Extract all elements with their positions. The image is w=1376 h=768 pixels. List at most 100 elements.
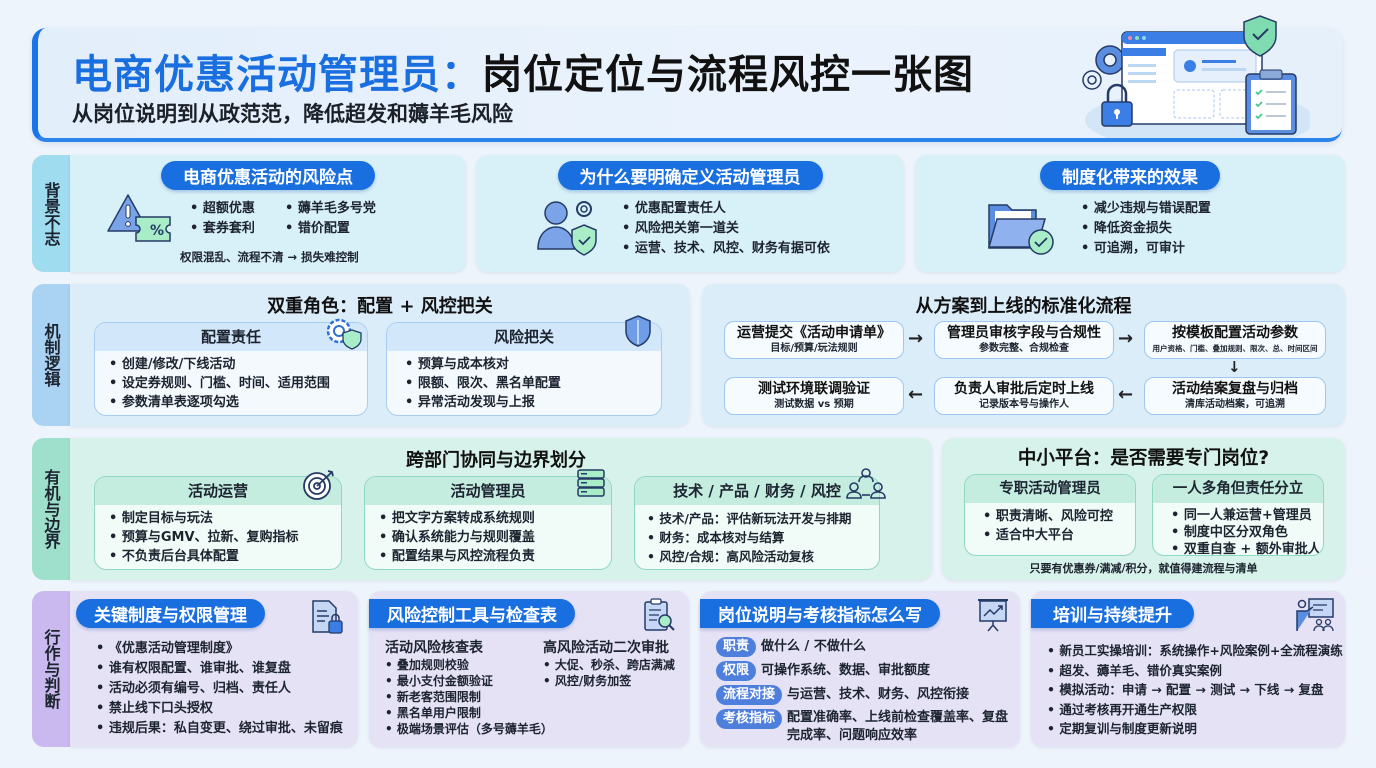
risk-list-col2: 薅羊毛多号党 错价配置: [285, 199, 376, 239]
list-item: 适合中大平台: [983, 526, 1135, 545]
collab-title: 跨部门协同与边界划分: [406, 450, 586, 471]
server-stack-icon: [577, 469, 605, 497]
tag-badge: 权限: [716, 661, 757, 681]
dual-role-title: 双重角色：配置 + 风控把关: [267, 296, 493, 317]
list-item: 双重自查 + 额外审批人: [1171, 541, 1323, 555]
ops-box: 活动运营 制定目标与玩法 预算与GMV、拉新、复购指标 不负责后台具体配置: [94, 476, 342, 570]
collab-card: 跨部门协同与边界划分 活动运营 制定目标与玩法 预算与GMV、拉新、复购指标 不…: [70, 438, 932, 580]
jd-item-duty: 职责做什么 / 不做什么: [716, 637, 1012, 657]
page-subtitle: 从岗位说明到从政范范，降低超发和薅羊毛风险: [72, 102, 513, 126]
list-item: 风险把关第一道关: [622, 219, 830, 239]
list-item: 《优惠活动管理制度》: [96, 639, 343, 659]
risk-gate-box: 风险把关 预算与成本核对 限额、限次、黑名单配置 异常活动发现与上报: [386, 322, 662, 416]
approval-list: 大促、秒杀、跨店满减 风控/财务加签: [543, 657, 675, 689]
admin-list: 把文字方案转成系统规则 确认系统能力与规则覆盖 配置结果与风控流程负责: [365, 505, 611, 566]
title-main: 岗位定位与流程风控一张图: [482, 52, 974, 98]
small-platform-footer: 只要有优惠券/满减/积分，就值得建流程与清单: [1029, 562, 1258, 575]
others-list: 技术/产品：评估新玩法开发与排期 财务：成本核对与结算 风控/合规：高风险活动复…: [635, 505, 879, 566]
small-platform-title: 中小平台：是否需要专门岗位?: [1017, 448, 1270, 469]
list-item: 超发、薅羊毛、错价真实案例: [1047, 661, 1343, 681]
jd-title: 岗位说明与考核指标怎么写: [700, 599, 940, 628]
risk-points-card: 电商优惠活动的风险点 % 超额优惠 套券套利 薅羊毛多号党 错价配置 权限混乱、…: [70, 155, 466, 272]
flow-step-sub: 目标/预算/玩法规则: [770, 343, 858, 354]
list-item: 参数清单表逐项勾选: [109, 393, 367, 412]
list-item: 模拟活动：申请 → 配置 → 测试 → 下线 → 复盘: [1047, 680, 1343, 700]
jd-card: 岗位说明与考核指标怎么写 职责做什么 / 不做什么 权限可操作系统、数据、审批额…: [700, 591, 1020, 747]
tag-badge: 职责: [716, 637, 757, 657]
config-duty-title: 配置责任: [95, 323, 367, 351]
warning-coupon-icon: %: [107, 194, 171, 242]
risk-gate-title: 风险把关: [387, 323, 661, 351]
list-item: 超额优惠: [190, 199, 255, 219]
flow-step-main: 管理员审核字段与合规性: [947, 325, 1101, 341]
list-item: 职责清晰、风险可控: [983, 507, 1135, 526]
list-item: 叠加规则校验: [385, 657, 553, 673]
list-item: 配置结果与风控流程负责: [379, 547, 611, 566]
list-item: 可追溯，可审计: [1081, 239, 1211, 259]
flow-step-2: 管理员审核字段与合规性 参数完整、合规检查: [934, 321, 1114, 359]
ops-list: 制定目标与玩法 预算与GMV、拉新、复购指标 不负责后台具体配置: [95, 505, 341, 566]
list-item: 运营、技术、风控、财务有据可依: [622, 239, 830, 259]
flow-step-sub: 清库活动档案，可追溯: [1185, 399, 1285, 410]
page-title: 电商优惠活动管理员：岗位定位与流程风控一张图: [72, 42, 974, 100]
flow-step-main: 按模板配置活动参数: [1172, 325, 1298, 341]
others-title: 技术 / 产品 / 财务 / 风控: [635, 477, 879, 505]
user-gear-shield-icon: [537, 201, 597, 256]
effect-title: 制度化带来的效果: [1040, 161, 1220, 190]
target-icon: [303, 470, 334, 500]
list-item: 定期复训与制度更新说明: [1047, 719, 1343, 739]
tag-badge: 考核指标: [716, 709, 783, 729]
others-box: 技术 / 产品 / 财务 / 风控 技术/产品：评估新玩法开发与排期 财务：成本…: [634, 476, 880, 570]
list-item: 异常活动发现与上报: [405, 393, 661, 412]
jd-item-kpi: 考核指标配置准确率、上线前检查覆盖率、复盘完成率、问题响应效率: [716, 709, 1012, 745]
arrow-right-icon: →: [1118, 328, 1134, 349]
tools-title: 风险控制工具与检查表: [369, 599, 575, 628]
list-item: 风控/财务加签: [543, 673, 675, 689]
shared-role-list: 同一人兼运营+管理员 制度中区分双角色 双重自查 + 额外审批人: [1153, 503, 1323, 555]
list-item: 优惠配置责任人: [622, 199, 830, 219]
why-define-list: 优惠配置责任人 风险把关第一道关 运营、技术、风控、财务有据可依: [622, 199, 830, 259]
flow-step-main: 活动结案复盘与归档: [1172, 381, 1298, 397]
checklist-title: 活动风险核查表: [385, 640, 483, 656]
why-define-title: 为什么要明确定义活动管理员: [557, 161, 823, 190]
list-item: 套券套利: [190, 219, 255, 239]
arrow-left-icon: ←: [1118, 384, 1134, 405]
admin-box: 活动管理员 把文字方案转成系统规则 确认系统能力与规则覆盖 配置结果与风控流程负…: [364, 476, 612, 570]
effect-card: 制度化带来的效果 减少违规与错误配置 降低资金损失 可追溯，可审计: [915, 155, 1345, 272]
row-label-action: 行作与判断: [32, 591, 70, 747]
shield-icon: [625, 315, 651, 347]
clipboard-search-icon: [644, 598, 675, 631]
admin-title: 活动管理员: [365, 477, 611, 505]
flow-step-sub: 测试数据 vs 预期: [774, 399, 854, 410]
list-item: 不负责后台具体配置: [109, 547, 341, 566]
list-item: 极端场景评估（多号薅羊毛）: [385, 721, 553, 737]
policy-list: 《优惠活动管理制度》 谁有权限配置、谁审批、谁复盘 活动必须有编号、归档、责任人…: [96, 639, 343, 739]
standard-flow-title: 从方案到上线的标准化流程: [915, 296, 1132, 317]
list-item: 降低资金损失: [1081, 219, 1211, 239]
flow-step-sub: 用户资格、门槛、叠加规则、限次、总、时间区间: [1152, 344, 1318, 353]
list-item: 通过考核再开通生产权限: [1047, 700, 1343, 720]
effect-list: 减少违规与错误配置 降低资金损失 可追溯，可审计: [1081, 199, 1211, 259]
jd-item-process: 流程对接与运营、技术、财务、风控衔接: [716, 685, 1012, 705]
tools-card: 风险控制工具与检查表 活动风险核查表 叠加规则校验 最小支付金额验证 新老客范围…: [369, 591, 689, 747]
training-list: 新员工实操培训：系统操作+风险案例+全流程演练 超发、薅羊毛、错价真实案例 模拟…: [1047, 641, 1343, 739]
document-lock-icon: [312, 600, 343, 634]
list-item: 同一人兼运营+管理员: [1171, 507, 1323, 524]
flow-step-6: 测试环境联调验证 测试数据 vs 预期: [724, 377, 904, 415]
folder-check-icon: [988, 204, 1054, 255]
tag-badge: 流程对接: [716, 685, 783, 705]
jd-list: 职责做什么 / 不做什么 权限可操作系统、数据、审批额度 流程对接与运营、技术、…: [716, 637, 1012, 749]
tag-text: 与运营、技术、财务、风控衔接: [787, 687, 970, 702]
training-title: 培训与持续提升: [1031, 599, 1194, 628]
presentation-chart-icon: [978, 599, 1008, 632]
policy-title: 关键制度与权限管理: [76, 599, 265, 628]
arrow-right-icon: →: [908, 328, 924, 349]
training-card: 培训与持续提升 新员工实操培训：系统操作+风险案例+全流程演练 超发、薅羊毛、错…: [1031, 591, 1345, 747]
svg-text:%: %: [150, 223, 164, 239]
arrow-left-icon: ←: [908, 384, 924, 405]
flow-step-4: 活动结案复盘与归档 清库活动档案，可追溯: [1144, 377, 1326, 415]
tag-text: 配置准确率、上线前检查覆盖率、复盘完成率、问题响应效率: [787, 710, 1009, 743]
dedicated-list: 职责清晰、风险可控 适合中大平台: [965, 503, 1135, 545]
risk-footer-note: 权限混乱、流程不清 → 损失难控制: [180, 250, 359, 264]
list-item: 设定券规则、门槛、时间、适用范围: [109, 374, 367, 393]
